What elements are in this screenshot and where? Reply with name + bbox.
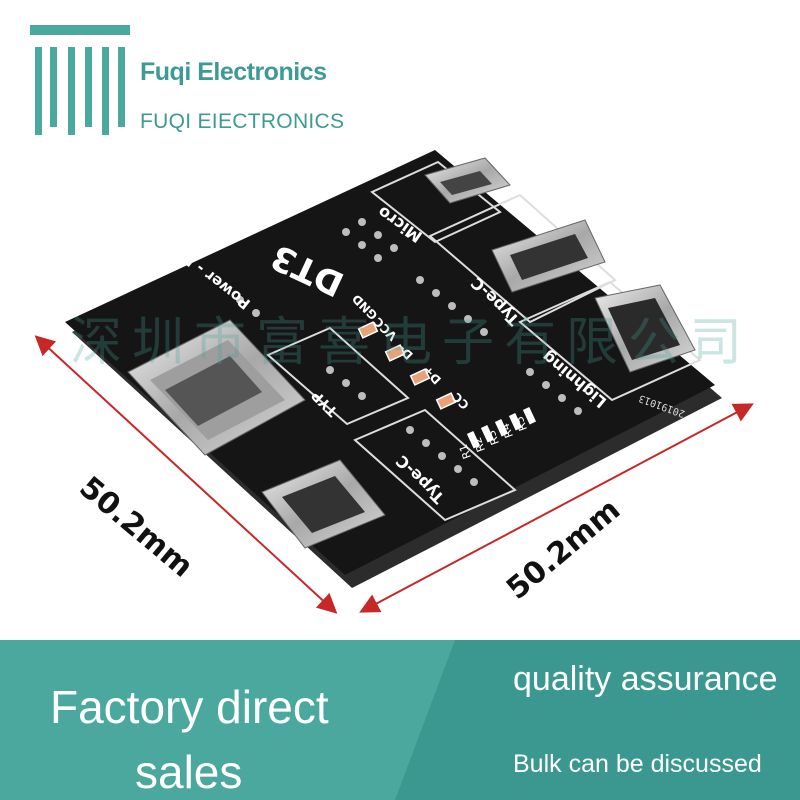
- banner-headline-line2: sales: [135, 746, 243, 798]
- dimension-arrow-left: [34, 335, 338, 614]
- micro-usb-connector: [424, 157, 511, 204]
- dimension-arrow-right: [359, 403, 754, 613]
- banner-headline-line1: Factory direct: [50, 681, 329, 733]
- brand-name-secondary: FUQI EIECTRONICS: [140, 110, 345, 133]
- brand-name: Fuqi Electronics: [140, 58, 327, 86]
- quality-assurance-text: quality assurance: [513, 660, 778, 698]
- brand-logo-icon: [30, 25, 130, 135]
- type-c-connector-top: [491, 219, 606, 293]
- bulk-discussion-text: Bulk can be discussed: [513, 750, 762, 778]
- lightning-connector: [594, 284, 696, 373]
- watermark-text: 深圳市富喜电子有限公司: [70, 313, 753, 373]
